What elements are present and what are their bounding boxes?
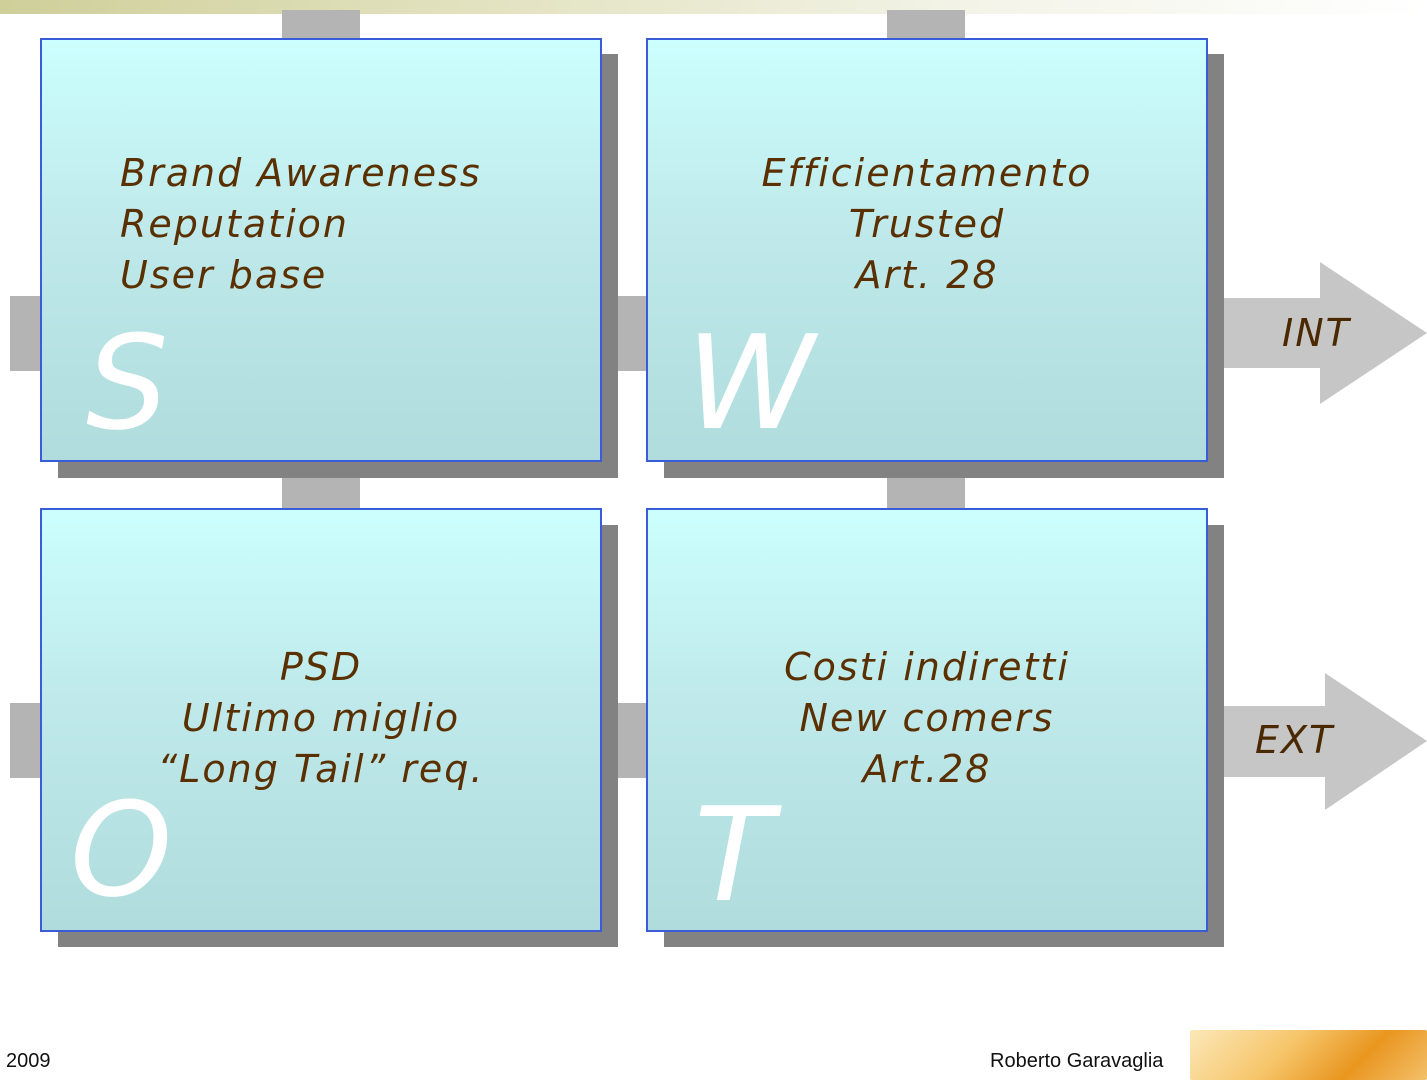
ext-arrow [1205,673,1427,810]
quadrant-weaknesses-text: Efficientamento Trusted Art. 28 [761,151,1093,297]
quadrant-threats-text: Costi indiretti New comers Art.28 [784,645,1070,791]
quadrant-weaknesses-letter: W [686,307,815,459]
decorative-photo [1190,1030,1427,1080]
quadrant-strengths-letter: S [86,307,169,459]
quadrant-opportunities [40,508,602,932]
ext-arrow-label: EXT [1255,718,1335,762]
quadrant-weaknesses [646,38,1208,462]
connector-top-right [887,10,965,40]
footer-year: 2009 [6,1050,51,1072]
quadrant-opportunities-letter: O [70,774,173,926]
quadrant-opportunities-text: PSD Ultimo miglio “Long Tail” req. [157,645,485,791]
connector-left-row2 [10,703,45,778]
connector-left-row1 [10,296,45,371]
quadrant-strengths-text: Brand Awareness Reputation User base [120,151,482,297]
footer-author: Roberto Garavaglia [990,1050,1164,1072]
quadrant-threats-letter: T [694,779,774,931]
int-arrow [1205,262,1427,404]
connector-top-left [282,10,360,40]
quadrant-threats [646,508,1208,932]
quadrant-strengths [40,38,602,462]
int-arrow-label: INT [1282,311,1351,355]
top-decorative-bar [0,0,1427,14]
